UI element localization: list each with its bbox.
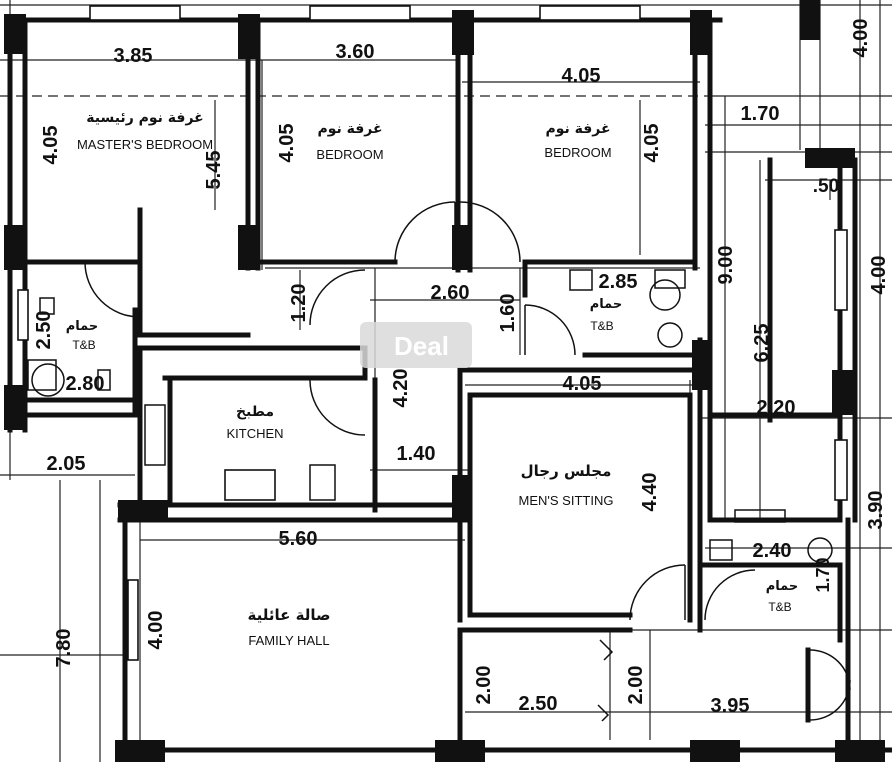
dim-right-lower-vertical: 3.90 xyxy=(865,491,887,530)
dim-right-mid-width: 2.20 xyxy=(757,397,796,419)
dim-bedroom2-width: 4.05 xyxy=(562,65,601,87)
master-bedroom-en: MASTER'S BEDROOM xyxy=(77,137,213,152)
bedroom-1-ar: غرفة نوم xyxy=(317,121,382,137)
mens-sitting-ar: مجلس رجال xyxy=(521,462,612,480)
dim-long-vertical: 9.00 xyxy=(715,246,737,285)
dim-tb3-height: 1.70 xyxy=(813,557,833,592)
dim-bedroom1-height: 4.05 xyxy=(276,124,298,163)
dim-right-vertical: 4.00 xyxy=(868,256,890,295)
dim-shaft-width: .50 xyxy=(813,176,839,197)
dim-bedroom1-width: 3.60 xyxy=(336,41,375,63)
dim-tb2-width: 2.85 xyxy=(599,271,638,293)
dim-lobby-height-left: 1.20 xyxy=(288,284,310,323)
dim-entry-width: 2.50 xyxy=(519,693,558,715)
dim-tb1-width: 2.80 xyxy=(66,373,105,395)
dim-mid-vertical: 6.25 xyxy=(751,324,773,363)
dim-mens-width: 4.05 xyxy=(563,373,602,395)
dim-tb3-width: 2.40 xyxy=(753,540,792,562)
dim-entry-right-height: 2.00 xyxy=(625,666,647,705)
dim-master-width: 3.85 xyxy=(114,45,153,67)
dim-lobby-width: 2.60 xyxy=(431,282,470,304)
tb-2-en: T&B xyxy=(590,319,613,333)
dim-total-vertical: 7.80 xyxy=(53,629,75,668)
walls xyxy=(7,17,892,762)
tb-2-ar: حمام xyxy=(590,297,623,312)
dim-kitchen-vertical: 4.20 xyxy=(390,369,412,408)
doors xyxy=(84,201,851,722)
dim-corridor-width: 1.70 xyxy=(741,103,780,125)
dim-hall-height: 4.00 xyxy=(145,611,167,650)
kitchen-en: KITCHEN xyxy=(226,426,283,441)
windows xyxy=(17,5,848,661)
family-hall-ar: صالة عائلية xyxy=(248,606,331,624)
bedroom-2-en: BEDROOM xyxy=(544,145,611,160)
dim-bottom-right-width: 3.95 xyxy=(711,695,750,717)
dimension-labels: 3.85 3.60 4.05 1.70 .50 2.60 2.85 2.80 1… xyxy=(33,19,890,717)
tb-3-en: T&B xyxy=(768,600,791,614)
tb-3-ar: حمام xyxy=(766,579,799,594)
bedroom-2-ar: غرفة نوم xyxy=(545,121,610,137)
kitchen-ar: مطبخ xyxy=(236,404,274,420)
dim-mens-height: 4.40 xyxy=(639,473,661,512)
dim-left-lower-width: 2.05 xyxy=(47,453,86,475)
dim-entry-left-height: 2.00 xyxy=(473,666,495,705)
family-hall-en: FAMILY HALL xyxy=(248,633,329,648)
fixtures xyxy=(27,269,833,563)
dim-master-closet: 5.45 xyxy=(203,151,225,190)
dim-hall-width: 5.60 xyxy=(279,528,318,550)
dim-passage-width: 1.40 xyxy=(397,443,436,465)
dim-top-right-vertical: 4.00 xyxy=(850,19,872,58)
dim-bedroom2-height: 4.05 xyxy=(641,124,663,163)
dim-lobby-height-right: 1.60 xyxy=(497,294,519,333)
bedroom-1-en: BEDROOM xyxy=(316,147,383,162)
columns xyxy=(4,0,885,762)
dim-tb1-height: 2.50 xyxy=(33,311,55,350)
tb-1-ar: حمام xyxy=(66,319,99,334)
watermark-text: Deal xyxy=(394,331,449,361)
watermark: Deal xyxy=(360,322,472,368)
room-labels: غرفة نوم رئيسية MASTER'S BEDROOM غرفة نو… xyxy=(66,110,799,648)
tb-1-en: T&B xyxy=(72,338,95,352)
master-bedroom-ar: غرفة نوم رئيسية xyxy=(86,110,203,126)
mens-sitting-en: MEN'S SITTING xyxy=(519,493,614,508)
dim-master-height: 4.05 xyxy=(40,126,62,165)
